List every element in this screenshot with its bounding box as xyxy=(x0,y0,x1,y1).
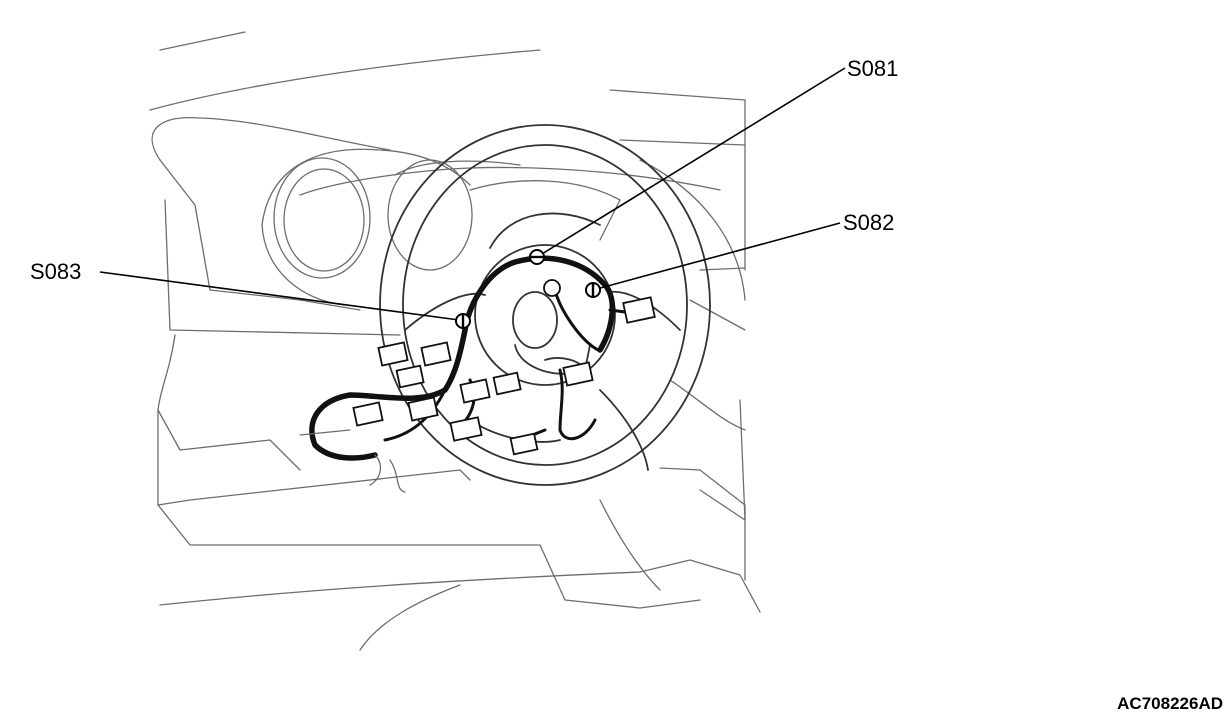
leader-line-S081 xyxy=(536,67,846,258)
callout-label-S083: S083 xyxy=(30,259,81,284)
callout-label-S082: S082 xyxy=(843,210,894,235)
splice-S083: S083 xyxy=(30,259,471,329)
connectors xyxy=(352,279,656,456)
wiring-harness xyxy=(299,255,627,493)
callout-label-S081: S081 xyxy=(847,56,898,81)
leader-line-S083 xyxy=(99,271,460,321)
instrument-cluster xyxy=(261,148,621,306)
dashboard-outline xyxy=(149,31,761,651)
splice-S081: S081 xyxy=(529,56,898,265)
splice-S082: S082 xyxy=(585,210,894,298)
figure-id: AC708226AD xyxy=(1117,694,1223,713)
leader-line-S082 xyxy=(592,222,841,291)
